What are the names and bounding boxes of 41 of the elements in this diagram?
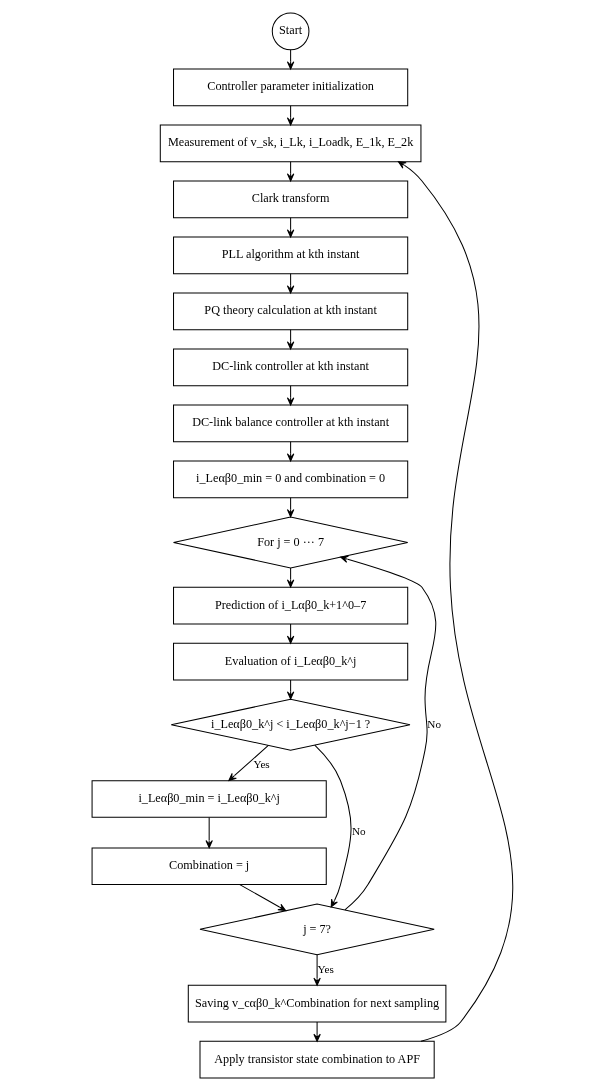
arrow	[286, 329, 295, 350]
node-box: i_Leαβ0_min = i_Leαβ0_k^j	[91, 780, 327, 818]
arrow	[205, 817, 213, 849]
node-diamond: i_Leαβ0_k^j < i_Leαβ0_k^j−1 ?	[170, 698, 411, 751]
node-box: Measurement of v_sk, i_Lk, i_Loadk, E_1k, E_2k	[159, 124, 422, 163]
node-box: Prediction of i_Lαβ0_k+1^0–7	[173, 586, 409, 625]
edge-label: No	[351, 825, 366, 838]
node-box: Apply transistor state combination to APF	[199, 1040, 435, 1079]
arrow	[286, 49, 295, 70]
arrow	[340, 555, 437, 911]
node-circle: Start	[271, 12, 310, 51]
arrow	[286, 217, 295, 238]
arrow	[397, 161, 514, 1042]
arrow	[228, 744, 269, 781]
node-box: i_Leαβ0_min = 0 and combination = 0	[173, 460, 409, 499]
arrow	[286, 567, 295, 588]
node-box: Clark transform	[173, 180, 409, 219]
edge-label: No	[427, 717, 442, 730]
node-box: PQ theory calculation at kth instant	[173, 292, 409, 331]
node-box: Controller parameter initialization	[173, 68, 409, 107]
arrow	[286, 273, 295, 294]
arrow	[286, 161, 295, 182]
edge-label: Yes	[253, 758, 270, 771]
arrow	[314, 744, 352, 908]
node-box: Combination = j	[91, 847, 327, 886]
node-box: Saving v_cαβ0_k^Combination for next sampling	[187, 984, 447, 1023]
arrow	[313, 1021, 321, 1042]
arrow	[239, 884, 287, 912]
node-box: PLL algorithm at kth instant	[173, 236, 409, 275]
arrow	[286, 679, 295, 700]
arrow	[286, 441, 295, 462]
node-diamond: For j = 0 ··· 7	[173, 516, 409, 569]
node-box: Evaluation of i_Leαβ0_k^j	[173, 642, 409, 681]
arrow	[286, 385, 295, 406]
arrow	[286, 105, 295, 126]
arrow	[313, 954, 321, 986]
node-box: DC-link controller at kth instant	[173, 348, 409, 387]
edge-label: Yes	[317, 962, 334, 975]
arrow	[286, 623, 295, 644]
arrow	[286, 497, 295, 518]
node-box: DC-link balance controller at kth instant	[173, 404, 409, 443]
